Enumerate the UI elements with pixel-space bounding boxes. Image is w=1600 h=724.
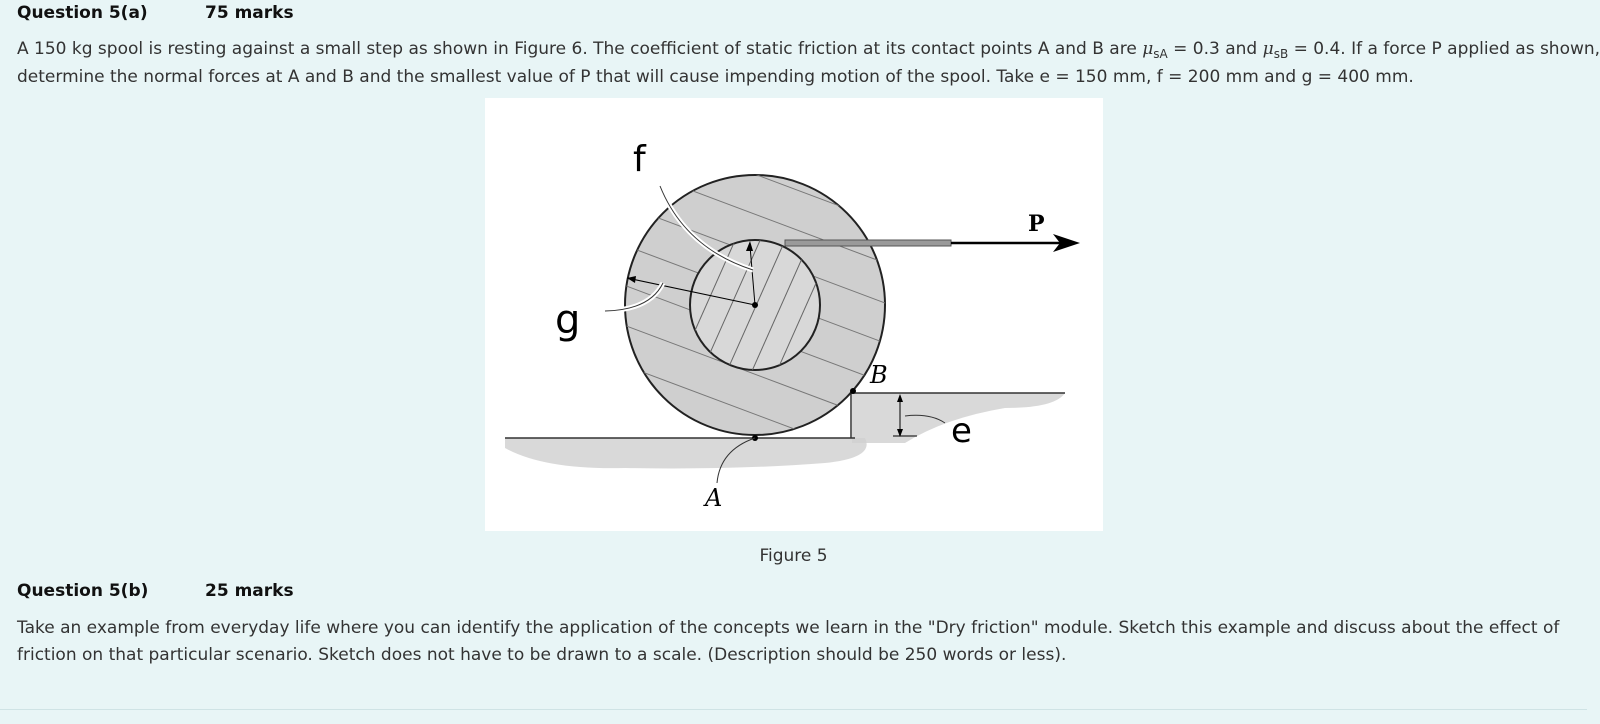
label-b: B bbox=[869, 361, 888, 389]
dim-e-arrow-top bbox=[897, 394, 903, 402]
question-5a-line-2: determine the normal forces at A and B a… bbox=[17, 66, 1414, 87]
question-5b-line-1: Take an example from everyday life where… bbox=[17, 618, 1560, 638]
label-f: f bbox=[633, 139, 647, 180]
spool-diagram-svg: f g P B e A bbox=[505, 139, 1080, 512]
dim-g-arrow bbox=[627, 276, 636, 283]
bottom-divider bbox=[0, 709, 1587, 710]
label-a: A bbox=[703, 484, 722, 512]
mu-subscript-a: sA bbox=[1153, 47, 1168, 61]
leader-f bbox=[659, 185, 754, 271]
mu-symbol: μ bbox=[1262, 39, 1274, 59]
dim-f-arrow bbox=[746, 241, 753, 251]
question-5b-title: Question 5(b) bbox=[17, 581, 149, 601]
mu-symbol: μ bbox=[1142, 39, 1154, 59]
contact-point-b bbox=[850, 388, 856, 394]
ground-shadow bbox=[505, 438, 867, 469]
dim-f-line bbox=[749, 245, 756, 306]
label-g: g bbox=[555, 297, 580, 343]
question-5a-marks: 75 marks bbox=[205, 3, 294, 23]
force-p-arrowhead bbox=[1053, 234, 1080, 252]
label-p: P bbox=[1028, 211, 1045, 237]
question-5a-text: A 150 kg spool is resting against a smal… bbox=[17, 36, 1600, 90]
question-5b-line-2: friction on that particular scenario. Sk… bbox=[17, 644, 1067, 665]
question-5a-title: Question 5(a) bbox=[17, 3, 148, 23]
question-5b-text: Take an example from everyday life where… bbox=[17, 615, 1567, 668]
leader-a bbox=[716, 437, 756, 484]
dim-g-line bbox=[626, 277, 756, 306]
figure-caption: Figure 5 bbox=[759, 546, 828, 566]
figure-spool-diagram: f g P B e A bbox=[485, 98, 1103, 531]
dim-e-arrow-bottom bbox=[897, 429, 903, 437]
label-e: e bbox=[951, 411, 972, 451]
question-5b-marks: 25 marks bbox=[205, 581, 294, 601]
question-5a-line-1: A 150 kg spool is resting against a smal… bbox=[17, 39, 1600, 61]
leader-e bbox=[904, 414, 946, 424]
mu-subscript-b: sB bbox=[1273, 47, 1289, 61]
cable bbox=[784, 239, 952, 247]
step-shadow bbox=[852, 393, 1065, 443]
leader-g bbox=[604, 282, 664, 312]
